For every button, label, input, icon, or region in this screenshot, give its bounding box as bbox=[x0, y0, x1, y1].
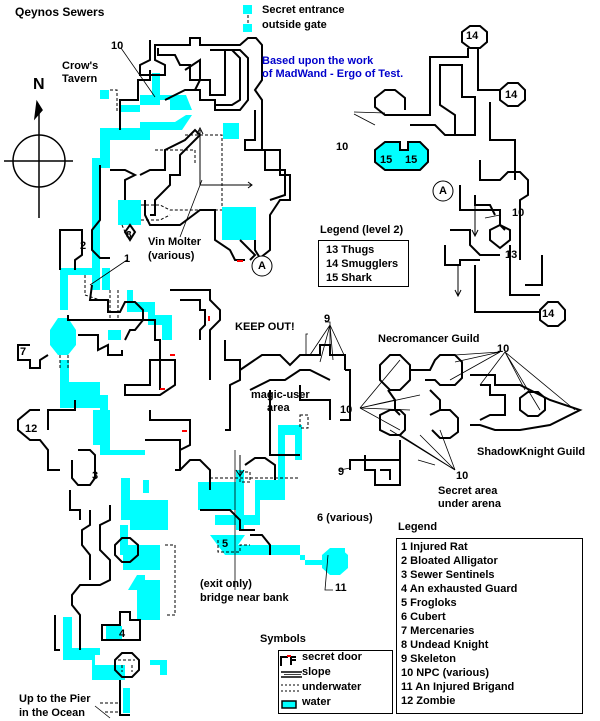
marker-5: 5 bbox=[222, 538, 229, 550]
marker-10-level2-shark: 10 bbox=[336, 141, 349, 153]
compass-north-label: N bbox=[33, 76, 45, 93]
legend-title: Legend bbox=[398, 521, 438, 533]
symbol-legend-icons bbox=[280, 655, 302, 709]
crows-tavern-label-2: Tavern bbox=[62, 73, 98, 85]
vin-molter-label-1: Vin Molter bbox=[148, 236, 201, 248]
legend-item: 9 Skeleton bbox=[401, 653, 457, 665]
exit-only-label-2: bridge near bank bbox=[200, 592, 289, 604]
legend-item: 5 Frogloks bbox=[401, 597, 457, 609]
marker-1: 1 bbox=[124, 253, 131, 265]
secret-entrance-label-1: Secret entrance bbox=[262, 4, 345, 16]
marker-9-top: 9 bbox=[324, 313, 331, 325]
underwater-icon bbox=[281, 684, 301, 692]
marker-10-level2: 10 bbox=[512, 207, 525, 219]
water-icon bbox=[281, 700, 297, 709]
waypoint-a-level1-circle bbox=[251, 255, 273, 277]
legend-level2-title: Legend (level 2) bbox=[320, 224, 404, 236]
symbols-box bbox=[278, 650, 393, 714]
marker-7: 7 bbox=[20, 346, 27, 358]
legend-level2-item: 13 Thugs bbox=[326, 244, 375, 256]
pointer-lines bbox=[89, 47, 576, 719]
necromancer-guild-label: Necromancer Guild bbox=[378, 333, 480, 345]
magic-user-label-2: area bbox=[267, 402, 290, 414]
marker-10-tavern: 10 bbox=[111, 40, 124, 52]
sewer-walls bbox=[17, 25, 583, 716]
secret-door-icon bbox=[280, 655, 296, 666]
marker-13: 13 bbox=[505, 249, 518, 261]
waypoint-a-level2[interactable]: A bbox=[439, 185, 447, 197]
marker-14-b: 14 bbox=[505, 89, 518, 101]
compass-rose-icon bbox=[4, 99, 73, 218]
legend-item: 2 Bloated Alligator bbox=[401, 555, 498, 567]
waypoint-a-level1[interactable]: A bbox=[258, 260, 266, 272]
legend-level2-item: 14 Smugglers bbox=[326, 258, 399, 270]
marker-15-b: 15 bbox=[405, 154, 418, 166]
marker-8: 8 bbox=[126, 230, 132, 241]
marker-11: 11 bbox=[335, 582, 347, 594]
underwater-passages bbox=[59, 15, 309, 713]
legend-item: 10 NPC (various) bbox=[401, 667, 490, 679]
marker-15-a: 15 bbox=[380, 154, 393, 166]
secret-arena-label-1: Secret area bbox=[438, 485, 498, 497]
symbol-underwater-label: underwater bbox=[302, 681, 362, 693]
marker-14-c: 14 bbox=[542, 308, 555, 320]
credit-line-2: of MadWand - Ergo of Test. bbox=[262, 68, 404, 80]
marker-9-arena: 9 bbox=[338, 466, 345, 478]
waypoint-a-level2-circle bbox=[432, 180, 454, 202]
slope-arrows bbox=[196, 126, 479, 477]
marker-10-necro-left: 10 bbox=[340, 404, 353, 416]
shark-pool bbox=[374, 141, 429, 171]
legend-item: 4 An exhausted Guard bbox=[401, 583, 518, 595]
keep-out-label: KEEP OUT! bbox=[235, 321, 295, 333]
marker-10-necro-right: 10 bbox=[497, 343, 510, 355]
magic-user-label-1: magic-user bbox=[251, 389, 310, 401]
pier-label-1: Up to the Pier bbox=[19, 693, 91, 705]
symbol-slope-label: slope bbox=[302, 666, 331, 678]
exit-only-label-1: (exit only) bbox=[200, 578, 252, 590]
marker-4: 4 bbox=[119, 628, 126, 640]
marker-12: 12 bbox=[25, 423, 38, 435]
legend-item: 6 Cubert bbox=[401, 611, 446, 623]
legend-item: 8 Undead Knight bbox=[401, 639, 489, 651]
map-title: Qeynos Sewers bbox=[15, 5, 105, 19]
legend-level2-item: 15 Shark bbox=[326, 272, 372, 284]
legend-box: 1 Injured Rat 2 Bloated Alligator 3 Sewe… bbox=[396, 538, 583, 714]
legend-item: 12 Zombie bbox=[401, 695, 456, 707]
secret-arena-label-2: under arena bbox=[438, 498, 501, 510]
symbol-water-label: water bbox=[302, 696, 331, 708]
water-channels bbox=[50, 5, 348, 713]
slope-icon bbox=[281, 671, 302, 678]
marker-2: 2 bbox=[80, 240, 87, 252]
credit-line-1: Based upon the work bbox=[262, 55, 374, 67]
legend-level2-box: 13 Thugs 14 Smugglers 15 Shark bbox=[318, 240, 409, 287]
legend-item: 7 Mercenaries bbox=[401, 625, 475, 637]
legend-item: 3 Sewer Sentinels bbox=[401, 569, 495, 581]
vin-molter-label-2: (various) bbox=[148, 250, 195, 262]
marker-10-arena: 10 bbox=[456, 470, 469, 482]
six-various-label: 6 (various) bbox=[317, 512, 373, 524]
crows-tavern-label-1: Crow's bbox=[62, 60, 99, 72]
legend-item: 1 Injured Rat bbox=[401, 541, 468, 553]
symbol-secret-door-label: secret door bbox=[302, 651, 362, 663]
marker-14-a: 14 bbox=[466, 30, 479, 42]
legend-item: 11 An Injured Brigand bbox=[401, 681, 515, 693]
secret-entrance-label-2: outside gate bbox=[262, 19, 327, 31]
shadowknight-guild-label: ShadowKnight Guild bbox=[477, 446, 586, 458]
secret-doors bbox=[160, 260, 243, 432]
symbols-title: Symbols bbox=[260, 633, 306, 645]
marker-3: 3 bbox=[92, 470, 99, 482]
pier-label-2: in the Ocean bbox=[19, 707, 86, 719]
